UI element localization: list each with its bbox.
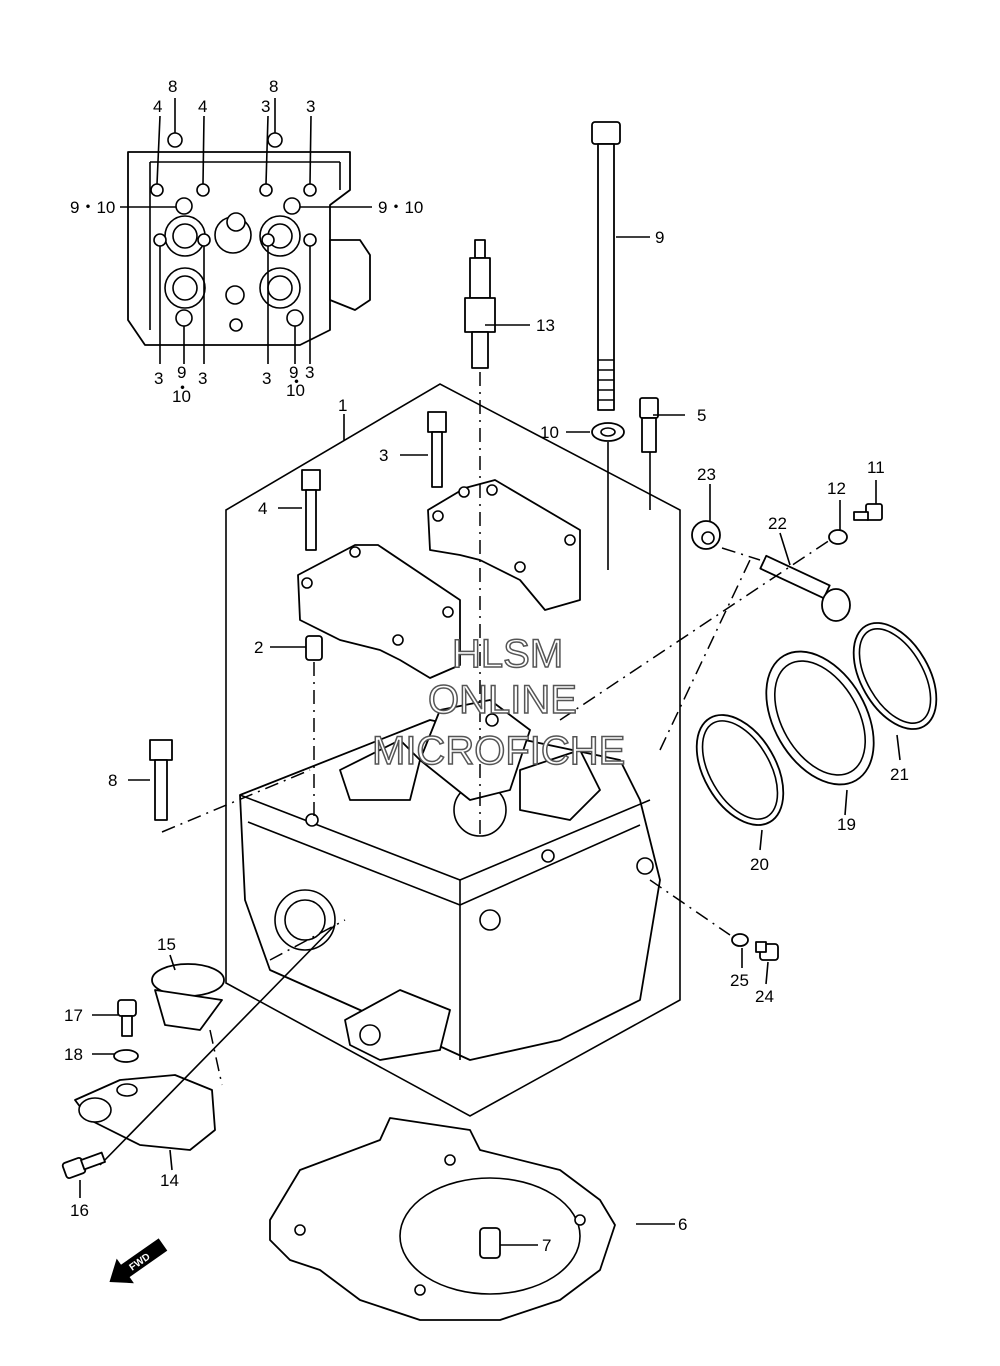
callout-7: 7	[542, 1236, 551, 1255]
callout-17: 17	[64, 1006, 83, 1025]
callout-18: 18	[64, 1045, 83, 1064]
callout-22: 22	[768, 514, 787, 533]
callout-3: 3	[305, 363, 314, 382]
main-callouts: 1 2 3 4 5 6 7 8 9 10 11 12 13 14 15 16 1…	[64, 228, 909, 1255]
washer-18	[113, 1049, 139, 1063]
clamp-20	[695, 714, 785, 826]
callout-6: 6	[678, 1215, 687, 1234]
callout-10: 10	[540, 423, 559, 442]
stud-bolt-9	[591, 121, 621, 411]
callout-9: 9	[289, 363, 298, 382]
dowel-pin-7	[479, 1227, 501, 1259]
bolt-16	[61, 1151, 106, 1179]
callout-4: 4	[198, 97, 207, 116]
callout-9: 9	[177, 363, 186, 382]
watermark: HLSM ONLINE MICROFICHE	[371, 631, 626, 774]
intake-pipe-19	[765, 650, 875, 786]
callout-dot: ・	[288, 373, 305, 392]
thermostat-cover-14	[74, 1074, 216, 1151]
callout-3: 3	[379, 446, 388, 465]
callout-16: 16	[70, 1201, 89, 1220]
callout-3: 3	[154, 369, 163, 388]
cylinder-head-top-view	[120, 98, 372, 364]
callout-9-10: 9・10	[70, 198, 115, 217]
cylinder-head-body	[239, 699, 661, 1061]
bolt-11	[853, 503, 883, 521]
callout-13: 13	[536, 316, 555, 335]
dowel-pin-2	[305, 635, 323, 661]
clamp-21	[852, 622, 938, 730]
callout-1: 1	[338, 396, 347, 415]
callout-3: 3	[198, 369, 207, 388]
callout-2: 2	[254, 638, 263, 657]
bolt-8	[149, 739, 173, 821]
callout-11: 11	[867, 458, 885, 477]
callout-19: 19	[837, 815, 856, 834]
callout-5: 5	[697, 406, 706, 425]
watermark-line-2: ONLINE	[428, 678, 577, 722]
callout-3: 3	[261, 97, 270, 116]
spark-plug-13	[464, 239, 496, 369]
washer-25	[731, 933, 749, 947]
washer-12	[828, 529, 848, 545]
callout-10: 10	[172, 387, 191, 406]
callout-23: 23	[697, 465, 716, 484]
callout-4: 4	[153, 97, 162, 116]
callout-dot: ・	[174, 379, 191, 398]
head-gasket-6	[269, 1117, 616, 1321]
assembly-outline-box	[225, 383, 681, 1117]
camshaft-holder-left	[297, 544, 461, 679]
bolt-4	[301, 469, 321, 551]
callout-14: 14	[160, 1171, 179, 1190]
forward-direction-arrow: FWD	[109, 1238, 168, 1284]
bolt-17	[117, 999, 137, 1037]
callout-8: 8	[269, 77, 278, 96]
callout-15: 15	[157, 935, 176, 954]
watermark-line-1: HLSM	[452, 632, 563, 676]
callout-24: 24	[755, 987, 774, 1006]
top-view-callouts: 8 4 4 8 3 3 9・10 9・10 3 9 3 10 3 9 3 10 …	[70, 77, 423, 406]
callout-25: 25	[730, 971, 749, 990]
screw-24	[755, 941, 779, 961]
callout-3: 3	[306, 97, 315, 116]
thermostat-15	[151, 963, 225, 1031]
callout-9-10: 9・10	[378, 198, 423, 217]
callout-3: 3	[262, 369, 271, 388]
bolt-3	[427, 411, 447, 488]
callout-20: 20	[750, 855, 769, 874]
stud-bolt-5	[639, 397, 659, 453]
callout-12: 12	[827, 479, 846, 498]
callout-9: 9	[655, 228, 664, 247]
bolt-22	[759, 554, 851, 622]
callout-8: 8	[108, 771, 117, 790]
callout-4: 4	[258, 499, 267, 518]
callout-8: 8	[168, 77, 177, 96]
callout-21: 21	[890, 765, 909, 784]
watermark-line-3: MICROFICHE	[372, 729, 625, 773]
callout-10: 10	[286, 381, 305, 400]
camshaft-holder-right	[427, 479, 581, 611]
